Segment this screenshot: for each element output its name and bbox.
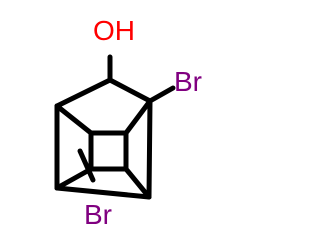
atom-label-oh: OH: [93, 15, 135, 46]
atom-label-br-bottom: Br: [84, 199, 112, 230]
bond-c-br-bottom: [77, 148, 96, 183]
bond-right-vertical: [146, 98, 153, 200]
bond-left-bottom-to-square: [54, 166, 94, 191]
atom-label-br-right: Br: [174, 66, 202, 97]
molecule-structure-diagram: OH Br Br: [54, 15, 202, 230]
bond-central-square: [88, 130, 129, 172]
bond-c-left-top: [54, 77, 113, 109]
bond-c-br-right: [147, 85, 176, 104]
bond-left-top-to-square: [54, 103, 94, 136]
bond-right-bottom-to-square: [123, 166, 152, 200]
bond-lines: [54, 54, 176, 200]
bond-right-top-to-square: [123, 98, 153, 136]
bond-c-right-top: [107, 77, 153, 104]
bond-left-bottom-to-right-bottom: [54, 185, 152, 200]
molecule-canvas: OH Br Br: [54, 15, 202, 230]
